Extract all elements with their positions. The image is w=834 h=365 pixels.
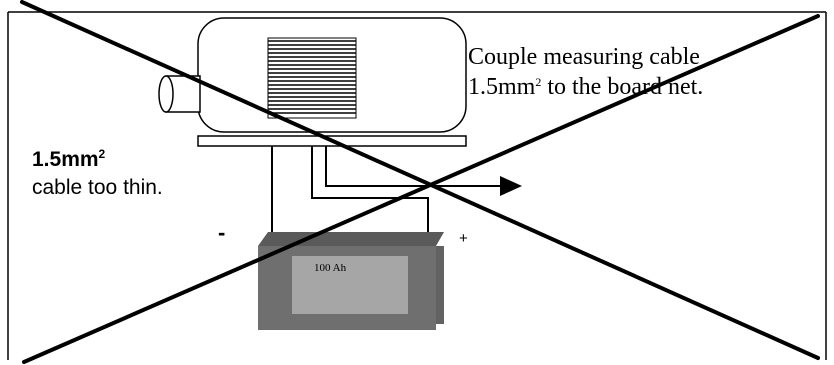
frame: [7, 11, 827, 360]
measuring-cable: [325, 146, 502, 187]
battery-capacity-label: 100 Ah: [314, 262, 347, 274]
engine-grille: [267, 37, 357, 119]
cable-warning: 1.5mm2 cable too thin.: [32, 146, 163, 202]
note-line-1: Couple measuring cable: [468, 44, 700, 70]
engine-icon: [158, 17, 467, 147]
warning-text: cable too thin.: [32, 176, 163, 199]
note-line-2: 1.5mm2 to the board net.: [468, 72, 703, 102]
note-size: 1.5mm: [468, 74, 536, 100]
warning-size-superscript: 2: [98, 147, 106, 161]
cross-out-icon: [20, 0, 820, 364]
battery-top: [258, 232, 444, 246]
board-net-note: Couple measuring cable 1.5mm2 to the boa…: [468, 42, 703, 102]
battery-side: [436, 246, 444, 324]
cables: [271, 146, 502, 236]
positive-terminal-label: +: [459, 230, 468, 247]
battery-label: [292, 256, 408, 314]
engine-shaft: [158, 75, 201, 113]
battery: [258, 232, 444, 330]
note-size-superscript: 2: [535, 75, 542, 89]
negative-terminal-label: -: [218, 220, 226, 245]
note-suffix: to the board net.: [541, 74, 704, 100]
positive-cable: [311, 146, 429, 236]
arrow-right-icon: [500, 176, 522, 196]
warning-size: 1.5mm: [32, 148, 99, 171]
warning-size-line: 1.5mm2: [32, 146, 163, 174]
